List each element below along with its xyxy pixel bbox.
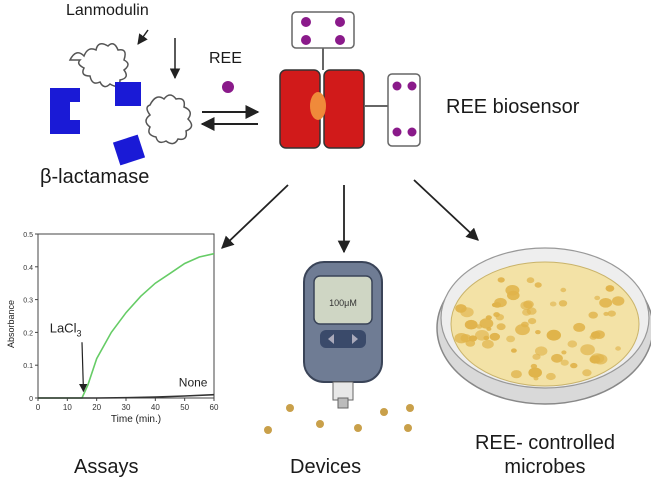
y-tick-label: 0.3	[23, 298, 33, 305]
y-tick-label: 0.2	[23, 330, 33, 337]
colony	[468, 335, 478, 342]
colony	[528, 367, 542, 378]
colony	[570, 362, 578, 369]
equilibrium-arrows	[200, 105, 260, 131]
y-tick-label: 0.1	[23, 363, 33, 370]
series-label-none: None	[179, 376, 208, 390]
lanmodulin-domain-lower	[145, 94, 193, 145]
colony	[582, 369, 592, 377]
colony	[520, 301, 533, 310]
colony	[489, 332, 500, 341]
colony	[590, 331, 601, 339]
colony	[588, 311, 598, 319]
colony	[589, 355, 601, 364]
application-arrows	[221, 179, 479, 254]
glucometer-device	[303, 261, 383, 409]
lanmodulin-domain-upper	[68, 43, 129, 88]
colony	[455, 304, 467, 313]
colony	[464, 319, 478, 330]
meter-display-text: 100μM	[329, 298, 357, 308]
colony	[454, 333, 469, 344]
x-tick-label: 40	[151, 403, 160, 412]
colony	[580, 344, 595, 356]
colony	[510, 370, 522, 379]
beta-lactamase-fragment-bottom	[112, 134, 146, 166]
assays-label: Assays	[74, 456, 139, 478]
controlled-microbes-label-line2: microbes	[504, 456, 586, 478]
y-tick-label: 0.5	[23, 232, 33, 239]
sample-dots	[264, 404, 414, 434]
petri-dish	[436, 247, 651, 405]
colony	[546, 372, 556, 381]
lacl3-annotation: LaCl3	[50, 320, 82, 338]
colony	[507, 290, 520, 301]
colony	[607, 310, 616, 317]
colony	[528, 318, 537, 325]
colony	[615, 346, 621, 351]
lanmodulin-beta-lactamase-construct	[50, 29, 193, 166]
colony	[533, 376, 539, 381]
colony	[549, 301, 557, 307]
colony	[482, 339, 494, 349]
colony	[522, 309, 532, 316]
x-tick-label: 30	[122, 403, 131, 412]
colony	[526, 277, 535, 284]
colony	[551, 353, 563, 363]
beta-lactamase-fragment-top	[115, 82, 141, 106]
x-tick-label: 60	[210, 403, 219, 412]
colony	[535, 330, 541, 335]
colony	[511, 348, 517, 353]
x-tick-label: 10	[63, 403, 72, 412]
colony	[603, 311, 609, 316]
colony	[491, 302, 498, 308]
colony	[561, 350, 567, 355]
biosensor-active-site	[310, 92, 326, 120]
colony	[495, 314, 504, 321]
colony	[558, 300, 568, 307]
x-tick-label: 50	[180, 403, 189, 412]
y-tick-label: 0	[29, 396, 33, 403]
colony	[560, 287, 567, 293]
beta-lactamase-fragment-left	[50, 88, 80, 134]
lanmodulin-pointer-1	[137, 29, 149, 45]
x-tick-label: 20	[92, 403, 101, 412]
colony	[515, 324, 530, 336]
colony	[567, 340, 578, 348]
ree-biosensor-graphic	[279, 11, 421, 149]
ree-label: REE	[209, 50, 242, 67]
x-axis-label: Time (min.)	[111, 414, 161, 425]
devices-label: Devices	[290, 456, 362, 478]
ree-ion-dot	[222, 81, 234, 93]
colony	[560, 359, 569, 366]
ree-biosensor-label: REE biosensor	[446, 96, 580, 118]
colony	[550, 331, 557, 336]
colony	[535, 346, 548, 356]
colony	[496, 323, 506, 331]
beta-lactamase-label: β-lactamase	[40, 166, 150, 188]
colony	[599, 298, 613, 308]
plot-frame	[37, 233, 215, 399]
controlled-microbes-label-line1: REE- controlled	[474, 432, 616, 454]
lacl3-arrow	[79, 342, 88, 393]
series-line	[38, 393, 215, 399]
x-tick-label: 0	[36, 403, 41, 412]
y-tick-label: 0.4	[23, 265, 33, 272]
colony	[475, 330, 489, 341]
colony	[534, 282, 542, 288]
biosensor-enzyme-right	[323, 69, 365, 149]
colony	[594, 295, 601, 301]
colony	[612, 296, 625, 306]
colony	[497, 277, 505, 283]
colony	[506, 335, 516, 343]
colony	[573, 322, 586, 332]
colony	[479, 318, 494, 329]
colony	[605, 285, 615, 292]
lanmodulin-label: Lanmodulin	[66, 2, 149, 19]
y-axis-label: Absorbance	[6, 300, 16, 348]
colony	[530, 363, 538, 369]
colony	[532, 353, 541, 360]
